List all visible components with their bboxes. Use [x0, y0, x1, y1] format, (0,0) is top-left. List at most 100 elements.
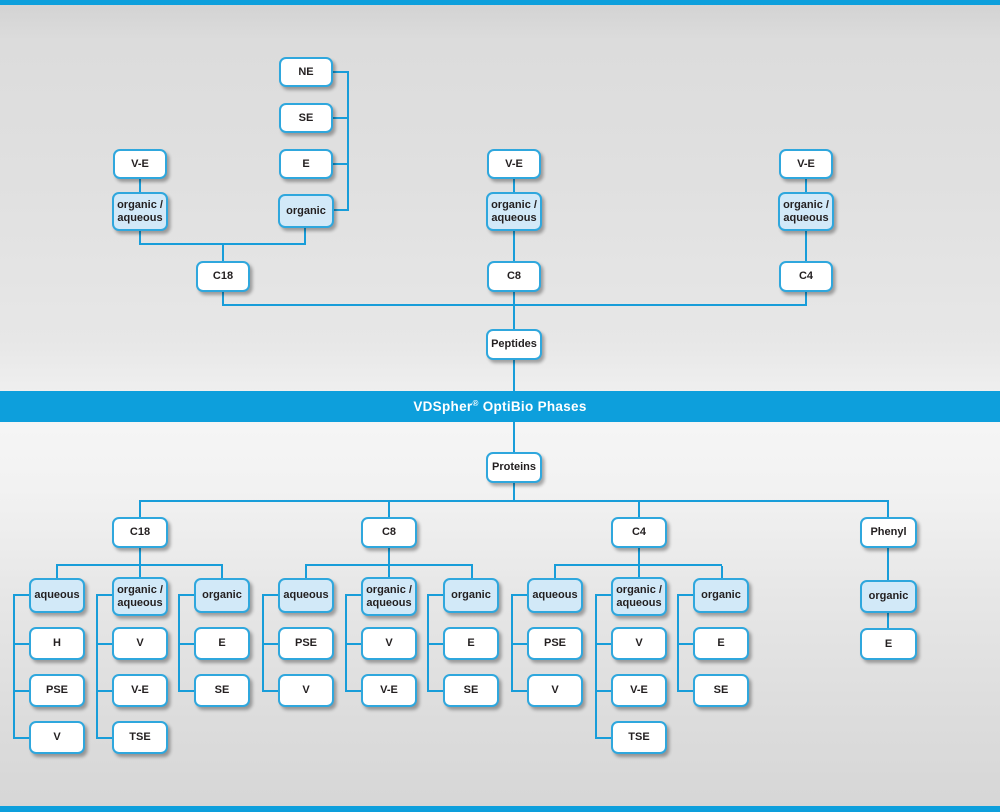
node-proteins-c8-orgaq-ve: V-E — [361, 674, 417, 707]
node-proteins-c18-aqueous-v: V — [29, 721, 85, 754]
connector-line — [222, 291, 224, 306]
connector-line — [513, 230, 515, 261]
node-peptides-c4-organic-aqueous: organic / aqueous — [778, 192, 834, 231]
connector-line — [347, 71, 349, 211]
connector-line — [96, 737, 112, 739]
node-peptides-c8-organic-aqueous: organic / aqueous — [486, 192, 542, 231]
node-peptides-c18-e: E — [279, 149, 333, 179]
node-proteins-phenyl: Phenyl — [860, 517, 917, 548]
node-proteins-c18-organic: organic — [194, 578, 250, 613]
node-peptides-root: Peptides — [486, 329, 542, 360]
node-proteins-c18-aqueous: aqueous — [29, 578, 85, 613]
connector-line — [13, 643, 29, 645]
node-proteins-c4-organic-se: SE — [693, 674, 749, 707]
node-proteins-c4-organic: organic — [693, 578, 749, 613]
connector-line — [331, 117, 349, 119]
connector-line — [13, 594, 15, 739]
banner-vdspher-optibio-phases: VDSpher® OptiBio Phases — [0, 391, 1000, 422]
connector-line — [178, 690, 194, 692]
connector-line — [345, 690, 361, 692]
connector-line — [595, 594, 611, 596]
node-peptides-c18-ne: NE — [279, 57, 333, 87]
connector-line — [887, 611, 889, 629]
connector-line — [511, 594, 527, 596]
node-proteins-phenyl-organic-e: E — [860, 628, 917, 660]
connector-line — [887, 502, 889, 517]
node-proteins-c8-organic-e: E — [443, 627, 499, 660]
connector-line — [178, 594, 194, 596]
connector-line — [56, 564, 223, 566]
top-accent-bar — [0, 0, 1000, 5]
connector-line — [139, 500, 889, 502]
connector-line — [427, 643, 443, 645]
banner-brand: VDSpher — [413, 399, 473, 414]
node-proteins-c4-orgaq-ve: V-E — [611, 674, 667, 707]
connector-line — [139, 230, 141, 245]
connector-line — [677, 594, 693, 596]
node-proteins-c4-organic-aqueous: organic / aqueous — [611, 577, 667, 616]
connector-line — [677, 690, 693, 692]
node-peptides-c4-ve: V-E — [779, 149, 833, 179]
node-proteins-c18-orgaq-tse: TSE — [112, 721, 168, 754]
connector-line — [13, 594, 29, 596]
connector-line — [554, 566, 556, 578]
registered-trademark-symbol: ® — [472, 399, 479, 408]
connector-line — [262, 643, 278, 645]
connector-line — [554, 564, 722, 566]
node-peptides-c8: C8 — [487, 261, 541, 292]
node-proteins-c18-aqueous-pse: PSE — [29, 674, 85, 707]
connector-line — [887, 548, 889, 581]
connector-line — [638, 502, 640, 517]
connector-line — [139, 243, 306, 245]
node-proteins-c4-aqueous-pse: PSE — [527, 627, 583, 660]
connector-line — [511, 690, 527, 692]
connector-line — [677, 643, 693, 645]
node-peptides-c18-organic: organic — [278, 194, 334, 228]
connector-line — [511, 643, 527, 645]
connector-line — [139, 566, 141, 578]
connector-line — [805, 230, 807, 261]
connector-line — [96, 643, 112, 645]
connector-line — [595, 594, 597, 739]
connector-line — [331, 163, 349, 165]
connector-line — [595, 737, 611, 739]
node-proteins-root: Proteins — [486, 452, 542, 483]
connector-line — [96, 594, 112, 596]
node-proteins-c8-organic-aqueous: organic / aqueous — [361, 577, 417, 616]
node-proteins-c8: C8 — [361, 517, 417, 548]
banner-rest: OptiBio Phases — [478, 399, 587, 414]
connector-line — [262, 690, 278, 692]
bottom-accent-bar — [0, 806, 1000, 812]
connector-line — [388, 548, 390, 565]
connector-line — [721, 566, 723, 578]
connector-line — [139, 179, 141, 192]
node-proteins-c4: C4 — [611, 517, 667, 548]
connector-line — [13, 737, 29, 739]
node-peptides-c18-organic-aqueous: organic / aqueous — [112, 192, 168, 231]
connector-line — [805, 291, 807, 306]
node-proteins-c8-organic-se: SE — [443, 674, 499, 707]
node-proteins-c8-aqueous: aqueous — [278, 578, 334, 613]
connector-line — [139, 548, 141, 565]
node-proteins-c18-aqueous-h: H — [29, 627, 85, 660]
connector-line — [427, 690, 443, 692]
connector-line — [595, 690, 611, 692]
connector-line — [345, 643, 361, 645]
node-proteins-c4-aqueous-v: V — [527, 674, 583, 707]
connector-line — [331, 71, 349, 73]
node-proteins-c4-orgaq-v: V — [611, 627, 667, 660]
connector-line — [513, 179, 515, 192]
connector-line — [139, 502, 141, 517]
node-peptides-c8-ve: V-E — [487, 149, 541, 179]
connector-line — [427, 594, 443, 596]
node-proteins-c8-orgaq-v: V — [361, 627, 417, 660]
connector-line — [345, 594, 361, 596]
connector-line — [96, 594, 98, 739]
node-proteins-c4-organic-e: E — [693, 627, 749, 660]
connector-line — [471, 566, 473, 578]
node-proteins-c18: C18 — [112, 517, 168, 548]
node-proteins-c18-orgaq-ve: V-E — [112, 674, 168, 707]
connector-line — [96, 690, 112, 692]
connector-line — [262, 594, 278, 596]
